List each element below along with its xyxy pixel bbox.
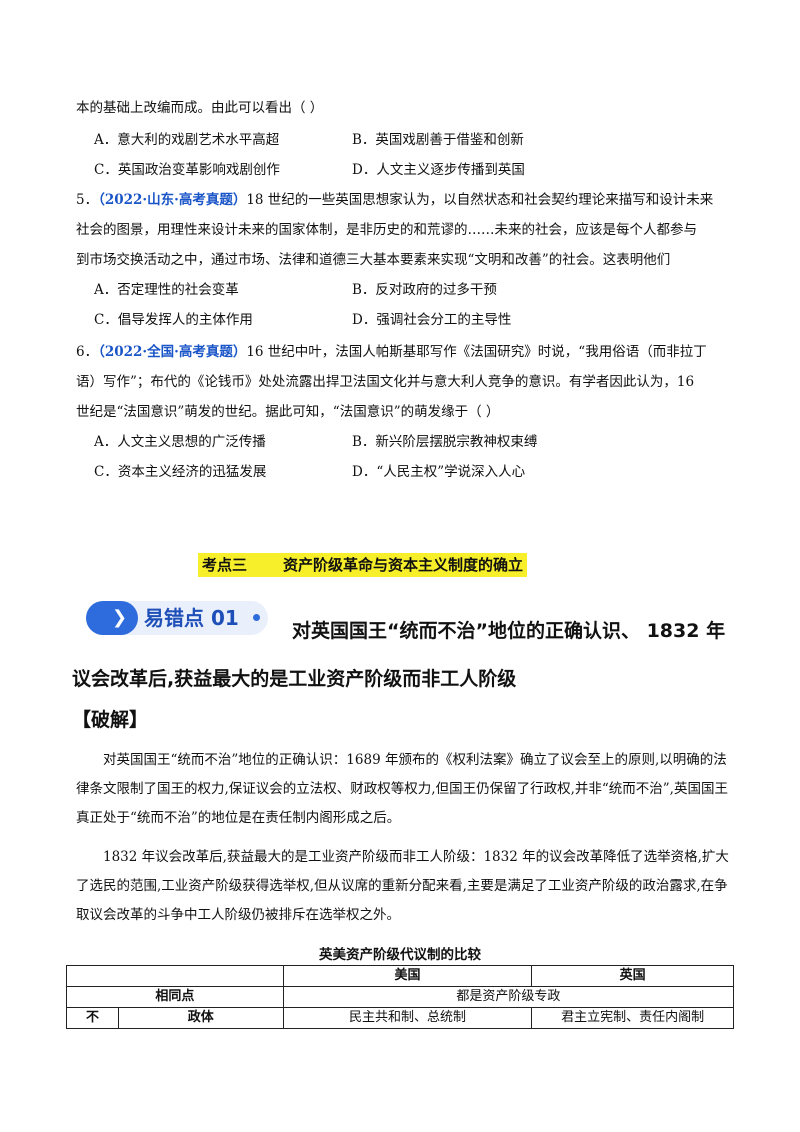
q4-option-a[interactable]: A．意大利的戏剧艺术水平高超 <box>94 132 280 148</box>
badge-label: 易错点 01 <box>144 606 239 630</box>
q5-text-1: 18 世纪的一些英国思想家认为，以自然状态和社会契约理论来描写和设计未来 <box>246 192 714 208</box>
table-row: 相同点 都是资产阶级专政 <box>66 986 735 1008</box>
q5-option-d[interactable]: D．强调社会分工的主导性 <box>352 312 512 328</box>
analysis-label: 【破解】 <box>72 709 149 731</box>
q6-option-a[interactable]: A．人文主义思想的广泛传播 <box>94 434 266 450</box>
q5-option-b[interactable]: B．反对政府的过多干预 <box>352 282 497 298</box>
table-uk-value: 君主立宪制、责任内阁制 <box>531 1007 734 1029</box>
badge-dot-icon <box>253 614 260 621</box>
section-label: 考点三 <box>202 556 248 574</box>
q6-number: 6． <box>76 344 99 360</box>
q6-option-d[interactable]: D．“人民主权”学说深入人心 <box>352 464 526 480</box>
table-usa-value: 民主共和制、总统制 <box>282 1007 533 1029</box>
q6-text-1: 16 世纪中叶，法国人帕斯基耶写作《法国研究》时说，“我用俗语（而非拉丁 <box>246 344 707 360</box>
q5-line-1: 5．（2022·山东·高考真题）18 世纪的一些英国思想家认为，以自然状态和社会… <box>76 190 713 210</box>
table-same-label: 相同点 <box>66 986 284 1008</box>
table-same-value: 都是资产阶级专政 <box>282 986 735 1008</box>
error-point-heading-line-1: 对英国国王“统而不治”地位的正确认识、 1832 年 <box>292 620 726 642</box>
analysis-paragraph-1: 对英国国王“统而不治”地位的正确认识：1689 年颁布的《权利法案》确立了议会至… <box>76 752 728 826</box>
badge-pill <box>86 601 138 635</box>
comparison-table: 美国 英国 相同点 都是资产阶级专政 不 政体 民主共和制、总统制 君主立宪制、… <box>66 965 735 1029</box>
q4-option-c[interactable]: C．英国政治变革影响戏剧创作 <box>94 162 280 178</box>
table-caption: 英美资产阶级代议制的比较 <box>319 947 481 963</box>
section-header: 考点三 资产阶级革命与资本主义制度的确立 <box>198 553 528 577</box>
q6-option-b[interactable]: B．新兴阶层摆脱宗教神权束缚 <box>352 434 538 450</box>
q5-number: 5． <box>76 192 99 208</box>
analysis-paragraph-2: 1832 年议会改革后,获益最大的是工业资产阶级而非工人阶级：1832 年的议会… <box>76 849 729 923</box>
q6-option-c[interactable]: C．资本主义经济的迅猛发展 <box>94 464 267 480</box>
q6-line-3: 世纪是“法国意识”萌发的世纪。据此可知，“法国意识”的萌发缘于（ ） <box>76 404 500 420</box>
q5-line-2: 社会的图景，用理性来设计未来的国家体制，是非历史的和荒谬的……未来的社会，应该是… <box>76 222 697 238</box>
table-row-label: 政体 <box>117 1007 284 1029</box>
chevron-right-icon: ❯ <box>112 607 128 628</box>
q6-line-1: 6．（2022·全国·高考真题）16 世纪中叶，法国人帕斯基耶写作《法国研究》时… <box>76 342 707 362</box>
table-header-usa: 美国 <box>282 965 533 987</box>
table-row: 美国 英国 <box>66 965 734 987</box>
q4-stem-tail: 本的基础上改编而成。由此可以看出（ ） <box>76 100 324 116</box>
q4-option-d[interactable]: D．人文主义逐步传播到英国 <box>352 162 525 178</box>
q5-option-a[interactable]: A．否定理性的社会变革 <box>94 282 239 298</box>
section-title: 资产阶级革命与资本主义制度的确立 <box>283 556 524 574</box>
q6-line-2: 语）写作”；布代的《论钱币》处处流露出捍卫法国文化并与意大利人竞争的意识。有学者… <box>76 374 695 390</box>
table-header-uk: 英国 <box>531 965 734 987</box>
table-corner-cell <box>66 965 284 987</box>
table-diff-label: 不 <box>66 1007 119 1029</box>
error-point-heading-line-2: 议会改革后,获益最大的是工业资产阶级而非工人阶级 <box>72 668 517 690</box>
q5-option-c[interactable]: C．倡导发挥人的主体作用 <box>94 312 253 328</box>
q6-source[interactable]: （2022·全国·高考真题） <box>98 344 247 360</box>
error-point-badge: ❯ 易错点 01 <box>86 601 268 635</box>
table-row: 不 政体 民主共和制、总统制 君主立宪制、责任内阁制 <box>66 1007 734 1029</box>
q5-line-3: 到市场交换活动之中，通过市场、法律和道德三大基本要素来实现“文明和改善”的社会。… <box>76 252 671 268</box>
q4-option-b[interactable]: B．英国戏剧善于借鉴和创新 <box>352 132 524 148</box>
q5-source[interactable]: （2022·山东·高考真题） <box>98 192 247 208</box>
